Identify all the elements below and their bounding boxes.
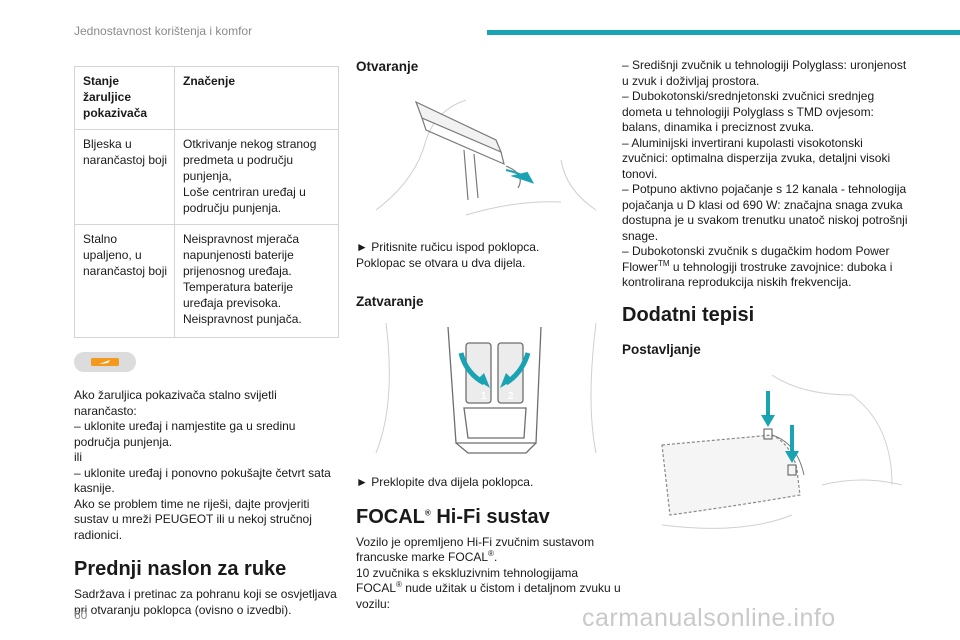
table-row: Stalno upaljeno, u narančastoj boji Neis… — [74, 224, 339, 338]
focal-heading-suffix: Hi-Fi sustav — [430, 505, 550, 528]
page-header-title: Jednostavnost korištenja i komfor — [74, 24, 253, 38]
list-item: – Dubokotonski zvučnik s dugačkim hodom … — [622, 244, 912, 291]
table-header-row: Stanje žaruljice pokazivača Značenje — [74, 66, 339, 130]
note-line: – uklonite uređaj i ponovno pokušajte če… — [74, 465, 331, 496]
opening-heading: Otvaranje — [356, 59, 419, 74]
note-line: Ako žaruljica pokazivača stalno svijetli… — [74, 388, 277, 418]
closing-text: ► Preklopite dva dijela poklopca. — [356, 475, 534, 489]
header-accent-bar — [487, 30, 960, 35]
focal-paragraph-1: Vozilo je opremljeno Hi-Fi zvučnim susta… — [356, 535, 621, 566]
warning-note: Ako žaruljica pokazivača stalno svijetli… — [74, 388, 339, 543]
page-number: 60 — [74, 608, 88, 622]
column-middle: Otvaranje ► Pritisnite ručicu ispod pokl… — [356, 58, 621, 612]
note-line: ili — [74, 450, 82, 464]
mats-subheading: Postavljanje — [622, 341, 701, 357]
focal-text: . — [493, 550, 498, 564]
opening-text: ► Pritisnite ručicu ispod poklopca. Pokl… — [356, 240, 540, 270]
table-header-state: Stanje žaruljice pokazivača — [74, 66, 175, 130]
note-line: – uklonite uređaj i namjestite ga u sred… — [74, 419, 296, 449]
armrest-closing-illustration: 1 2 — [356, 313, 621, 463]
note-line: Ako se problem time ne riješi, dajte pro… — [74, 496, 312, 542]
focal-heading: FOCAL® Hi-Fi sustav — [356, 505, 621, 529]
table-cell: Stalno upaljeno, u narančastoj boji — [74, 224, 175, 338]
focal-registered-mark: ® — [424, 507, 431, 517]
table-header-meaning: Značenje — [174, 66, 339, 130]
mats-heading: Dodatni tepisi — [622, 303, 755, 326]
closing-marker-1: 1 — [481, 391, 487, 402]
floor-mat-illustration — [622, 364, 912, 545]
list-item: – Dubokotonski/srednjetonski zvučnici sr… — [622, 89, 875, 134]
list-item: – Aluminijski invertirani kupolasti viso… — [622, 135, 891, 181]
warning-arrow-icon — [91, 358, 119, 366]
subwoofer-text: – Dubokotonski zvučnik s dugačkim hodom … — [622, 244, 890, 274]
subwoofer-text: u tehnologiji trostruke zavojnice: dubok… — [622, 259, 893, 290]
focal-heading-brand: FOCAL — [356, 505, 425, 528]
watermark: carmanualsonline.info — [582, 604, 836, 632]
list-item: – Potpuno aktivno pojačanje s 12 kanala … — [622, 182, 908, 243]
focal-paragraph-2: 10 zvučnika s ekskluzivnim tehnologijama… — [356, 566, 621, 613]
armrest-text: Sadržava i pretinac za pohranu koji se o… — [74, 587, 337, 617]
speaker-list: – Središnji zvučnik u tehnologiji Polygl… — [622, 58, 912, 291]
focal-registered-mark: ® — [488, 549, 494, 558]
table-cell: Otkrivanje nekog stranog predmeta u podr… — [174, 129, 339, 225]
column-left: Stanje žaruljice pokazivača Značenje Blj… — [74, 58, 339, 618]
armrest-opening-illustration — [356, 80, 621, 220]
closing-heading: Zatvaranje — [356, 294, 424, 309]
focal-registered-mark: ® — [396, 580, 402, 589]
focal-text: nude užitak u čistom i detaljnom zvuku u… — [356, 581, 621, 611]
table-cell: Bljeska u narančastoj boji — [74, 129, 175, 225]
focal-text: 10 zvučnika s ekskluzivnim tehnologijama… — [356, 565, 579, 596]
armrest-heading: Prednji naslon za ruke — [74, 558, 287, 580]
focal-text: Vozilo je opremljeno Hi-Fi zvučnim susta… — [356, 534, 595, 565]
table-cell: Neispravnost mjerača napunjenosti bateri… — [174, 224, 339, 338]
table-row: Bljeska u narančastoj boji Otkrivanje ne… — [74, 129, 339, 225]
closing-marker-2: 2 — [508, 391, 514, 402]
column-right: – Središnji zvučnik u tehnologiji Polygl… — [622, 58, 912, 545]
indicator-status-table: Stanje žaruljice pokazivača Značenje Blj… — [74, 66, 339, 338]
list-item: – Središnji zvučnik u tehnologiji Polygl… — [622, 58, 907, 88]
warning-tag-icon — [74, 352, 136, 372]
trademark-mark: TM — [658, 258, 670, 268]
